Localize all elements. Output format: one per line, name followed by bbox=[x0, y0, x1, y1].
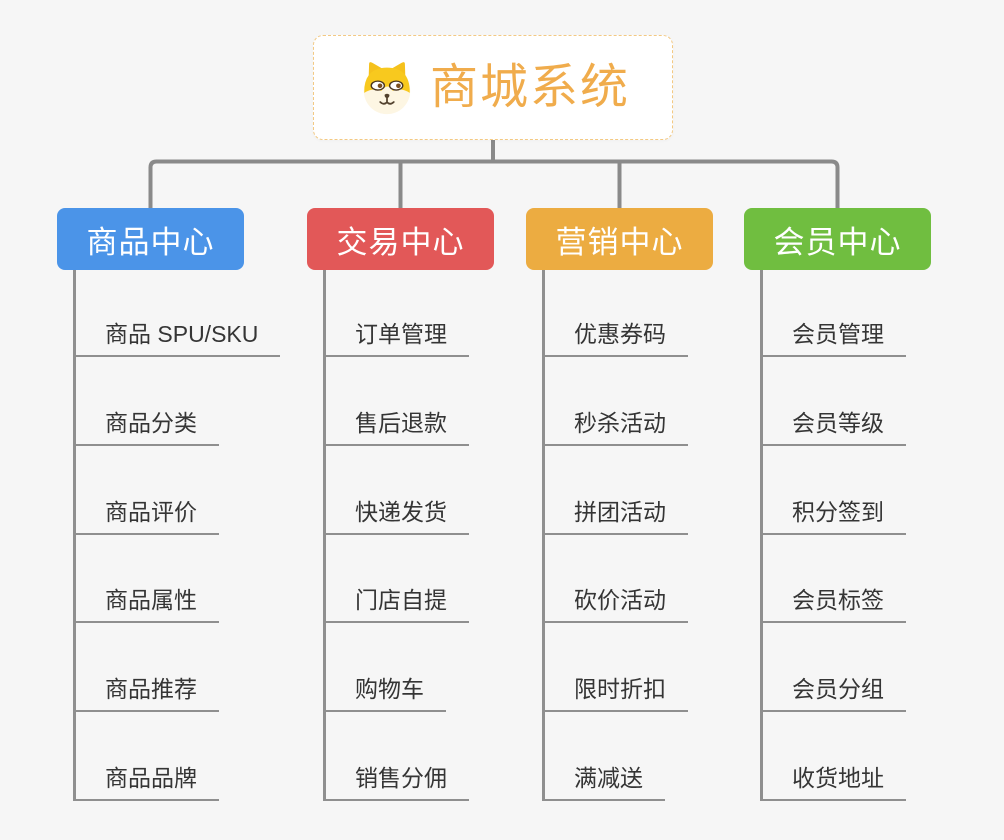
leaf-node[interactable]: 门店自提 bbox=[323, 579, 469, 623]
branch-label: 商品中心 bbox=[86, 224, 215, 260]
branch-trunk-line bbox=[73, 270, 76, 801]
leaf-node[interactable]: 商品属性 bbox=[73, 579, 219, 623]
root-node[interactable]: 商城系统 bbox=[313, 35, 673, 140]
leaf-node[interactable]: 秒杀活动 bbox=[542, 402, 688, 446]
branch-trunk-line bbox=[323, 270, 326, 801]
leaf-node[interactable]: 商品评价 bbox=[73, 491, 219, 535]
leaf-node[interactable]: 拼团活动 bbox=[542, 491, 688, 535]
leaf-node[interactable]: 优惠券码 bbox=[542, 313, 688, 357]
leaf-node[interactable]: 会员标签 bbox=[760, 579, 906, 623]
leaf-node[interactable]: 会员管理 bbox=[760, 313, 906, 357]
leaf-node[interactable]: 商品分类 bbox=[73, 402, 219, 446]
leaf-node[interactable]: 商品 SPU/SKU bbox=[73, 313, 281, 357]
leaf-node[interactable]: 限时折扣 bbox=[542, 668, 688, 712]
branch-node-marketing-center[interactable]: 营销中心 bbox=[526, 208, 713, 270]
leaf-node[interactable]: 收货地址 bbox=[760, 757, 906, 801]
leaf-node[interactable]: 会员分组 bbox=[760, 668, 906, 712]
branch-trunk-line bbox=[542, 270, 545, 801]
leaf-node[interactable]: 购物车 bbox=[323, 668, 446, 712]
branch-label: 交易中心 bbox=[336, 224, 465, 260]
leaf-node[interactable]: 订单管理 bbox=[323, 313, 469, 357]
leaf-node[interactable]: 砍价活动 bbox=[542, 579, 688, 623]
branch-node-trade-center[interactable]: 交易中心 bbox=[307, 208, 494, 270]
leaf-node[interactable]: 售后退款 bbox=[323, 402, 469, 446]
leaf-node[interactable]: 满减送 bbox=[542, 757, 665, 801]
branch-trunk-line bbox=[760, 270, 763, 801]
branch-node-member-center[interactable]: 会员中心 bbox=[744, 208, 931, 270]
leaf-node[interactable]: 快递发货 bbox=[323, 491, 469, 535]
leaf-node[interactable]: 销售分佣 bbox=[323, 757, 469, 801]
branch-node-product-center[interactable]: 商品中心 bbox=[57, 208, 244, 270]
branch-label: 会员中心 bbox=[773, 224, 902, 260]
leaf-node[interactable]: 积分签到 bbox=[760, 491, 906, 535]
dog-icon bbox=[363, 61, 411, 114]
root-title: 商城系统 bbox=[429, 60, 630, 114]
leaf-node[interactable]: 商品推荐 bbox=[73, 668, 219, 712]
leaf-node[interactable]: 会员等级 bbox=[760, 402, 906, 446]
branch-label: 营销中心 bbox=[555, 224, 684, 260]
leaf-node[interactable]: 商品品牌 bbox=[73, 757, 219, 801]
